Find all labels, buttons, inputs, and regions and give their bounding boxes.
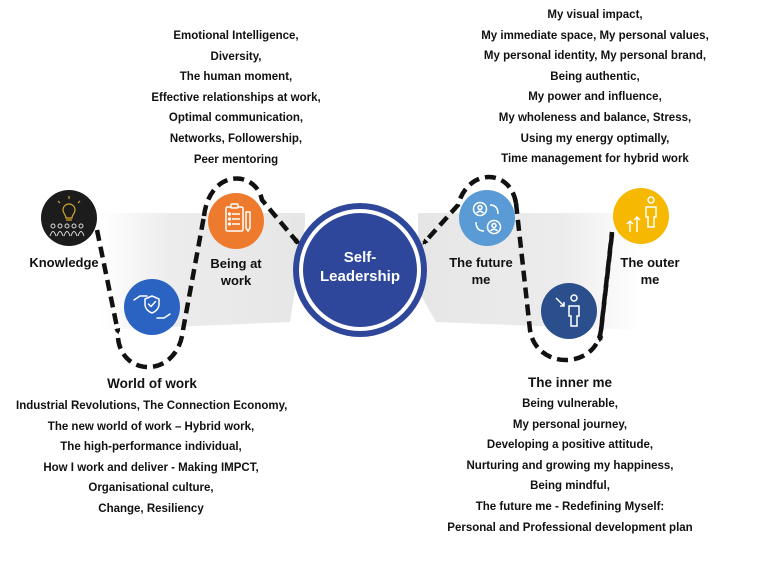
inner-me-topic: Personal and Professional development pl… [447,521,693,534]
outer-me-topics: My visual impact, My immediate space, My… [440,5,750,170]
lightbulb-people-icon [57,196,81,221]
center-label-line-2: Leadership [319,268,401,285]
world-of-work-topic: The new world of work – Hybrid work, [47,420,255,433]
inner-me-heading: The inner me [527,375,613,390]
outer-me-label: The outer me [600,254,700,288]
being-at-work-topic: Emotional Intelligence, [173,30,299,42]
world-of-work-topic: The high-performance individual, [60,441,242,454]
outer-me-topic: Time management for hybrid work [501,153,689,166]
future-me-node [459,190,515,246]
world-of-work-node [124,279,180,335]
being-at-work-label: Being at work [186,255,286,289]
hub-inner-disc [303,213,417,327]
knowledge-label: Knowledge [14,254,114,271]
inner-me-topics: Being vulnerable, My personal journey, D… [430,394,710,538]
outer-me-label-line-1: The outer [620,255,680,270]
hands-shield-icon [133,295,171,319]
world-of-work-topic: Organisational culture, [88,482,214,495]
being-at-work-topic: Diversity, [210,50,262,63]
outer-me-topic: My immediate space, My personal values, [481,29,709,42]
outer-me-topic: My visual impact, [547,9,643,21]
inner-me-topic: Nurturing and growing my happiness, [466,459,674,472]
being-at-work-topic: The human moment, [179,71,293,84]
inner-me-topic: Developing a positive attitude, [486,439,654,452]
person-arrow-icon [555,294,580,327]
knowledge-label-line-1: Knowledge [29,255,99,270]
being-at-work-topics: Emotional Intelligence, Diversity, The h… [136,26,336,170]
checklist-icon [225,203,251,233]
path-future-loop [422,174,519,245]
inner-me-topic: The future me - Redefining Myself: [475,500,665,513]
being-at-work-label-line-2: work [220,273,252,288]
being-at-work-label-line-1: Being at [210,256,262,271]
world-of-work-topics: Industrial Revolutions, The Connection E… [16,396,288,520]
future-me-label: The future me [431,254,531,288]
outer-me-label-line-2: me [640,272,660,287]
being-at-work-topic: Networks, Followership, [169,132,303,145]
outer-me-topic: My personal identity, My personal brand, [483,50,707,63]
self-leadership-hub [293,203,427,337]
inner-me-topic: Being vulnerable, [522,398,618,410]
being-at-work-topic: Optimal communication, [168,112,304,125]
world-of-work-topic: Change, Resiliency [98,502,204,515]
outer-me-topic: Using my energy optimally, [520,132,670,145]
world-of-work-heading: World of work [107,376,197,391]
growth-person-icon [626,196,657,232]
path-world-loop [115,215,207,370]
knowledge-node [41,190,97,246]
outer-me-topic: My power and influence, [528,91,662,104]
world-of-work-topic: Industrial Revolutions, The Connection E… [16,400,288,412]
future-me-label-line-2: me [471,272,491,287]
outer-me-topic: Being authentic, [550,70,640,83]
outer-me-topic: My wholeness and balance, Stress, [498,111,692,124]
path-knowledge-to-world [94,229,121,335]
people-exchange-icon [472,201,502,235]
world-of-work-topic: How I work and deliver - Making IMPCT, [43,461,259,474]
center-label: Self- Leadership [300,248,420,286]
being-at-work-node [208,193,264,249]
being-at-work-topic: Peer mentoring [193,153,279,166]
path-outer-arrow [597,233,615,343]
inner-me-node [541,283,597,339]
outer-me-node [613,188,669,244]
future-me-label-line-1: The future [449,255,513,270]
inner-me-topic: My personal journey, [512,418,628,431]
being-at-work-topic: Effective relationships at work, [151,91,321,104]
path-being-loop [201,176,300,245]
inner-me-topic: Being mindful, [530,480,610,493]
center-label-line-1: Self- [343,249,377,266]
